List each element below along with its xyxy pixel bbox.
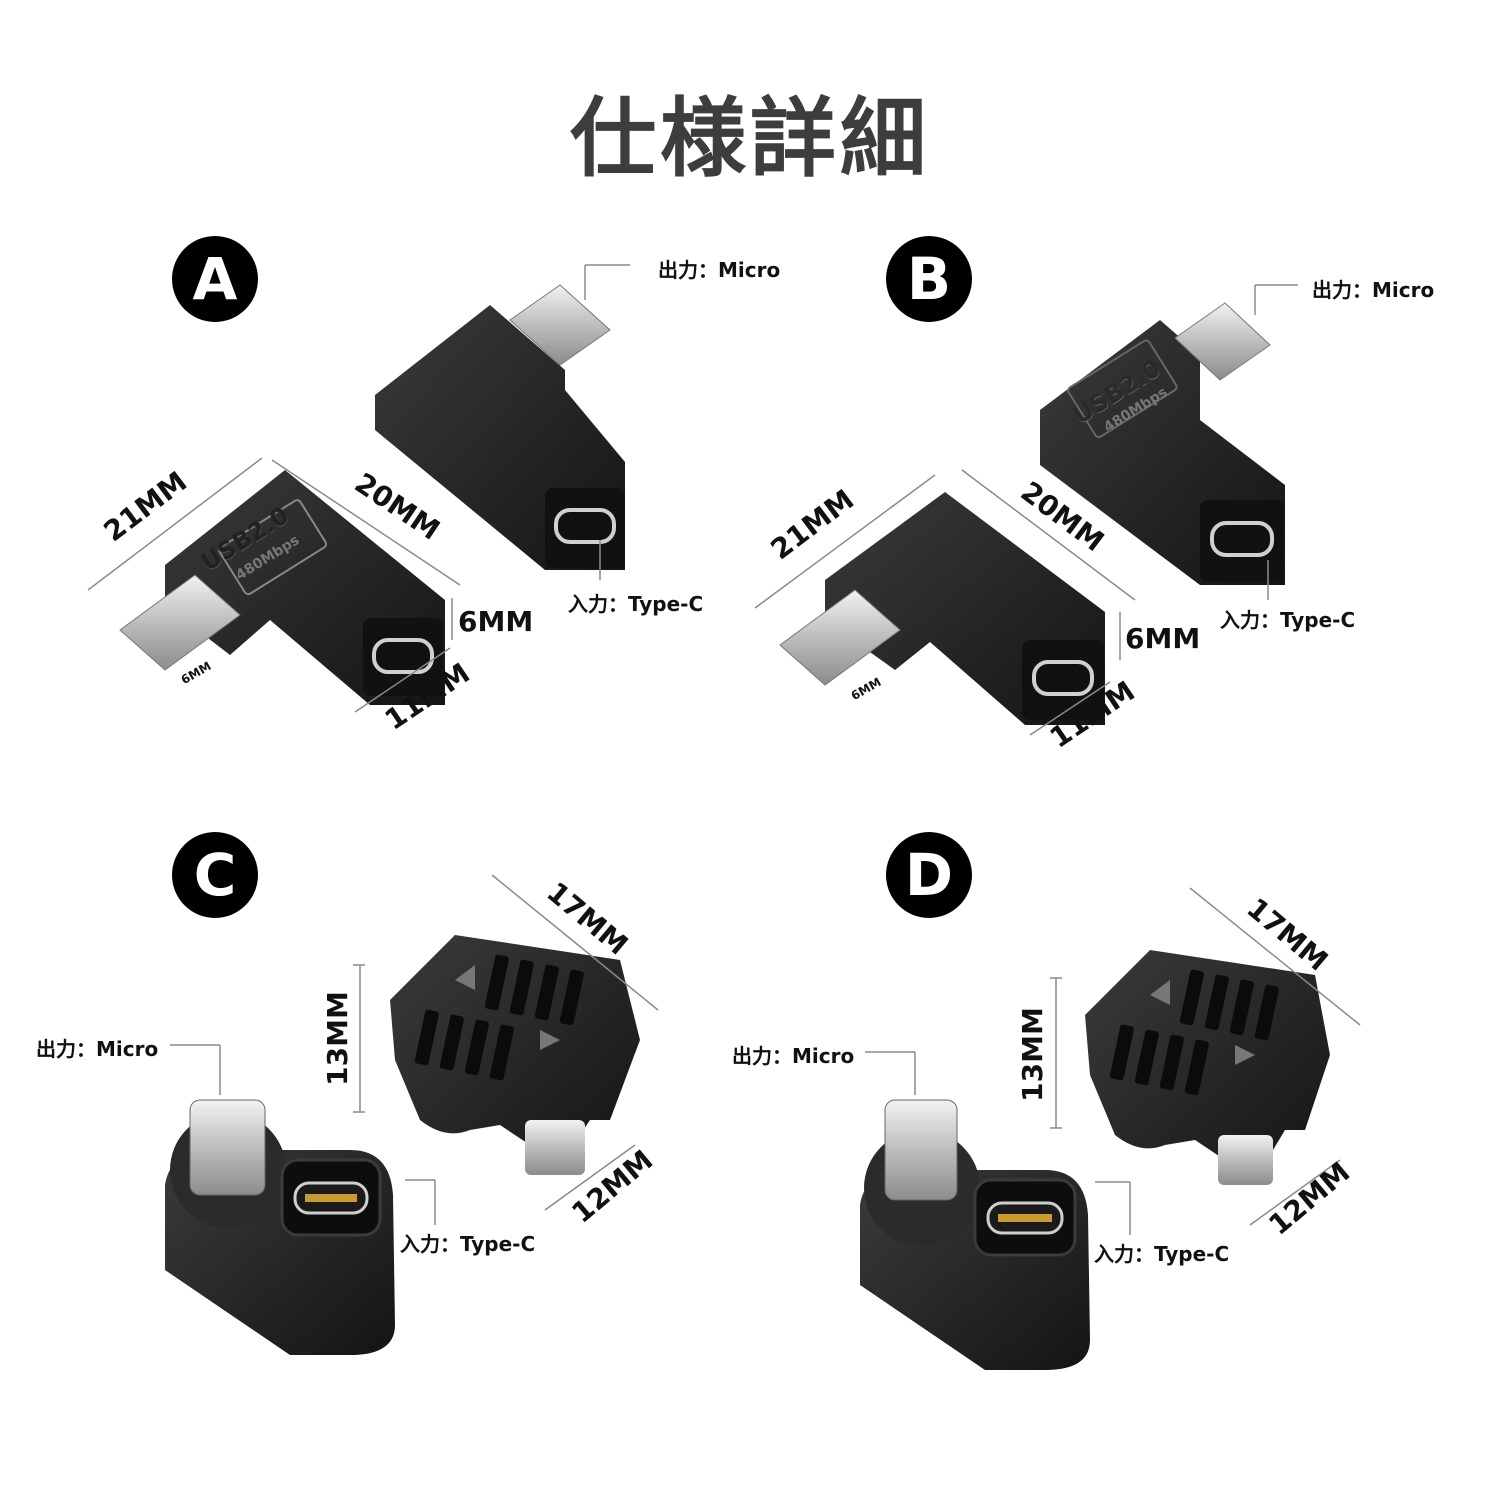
adapter-d-bottom [860,1099,1090,1370]
adapter-c-bottom [165,1099,395,1355]
adapter-b-back [1040,302,1285,585]
badge-d: D [886,832,972,918]
badge-c: C [172,832,258,918]
input-label-c: 入力：Type-C [400,1232,536,1256]
output-label-c: 出力：Micro [36,1037,159,1061]
badge-a: A [172,236,258,322]
output-label-a: 出力：Micro [658,258,781,282]
adapter-a-back [375,284,625,570]
badge-b: B [886,236,972,322]
input-label-d: 入力：Type-C [1094,1242,1230,1266]
dim-height-c: 13MM [320,991,354,1086]
dim-height-a: 6MM [458,605,534,638]
output-label-b: 出力：Micro [1312,278,1435,302]
dim-height-b: 6MM [1125,622,1201,655]
dimension-lines-a [87,264,630,713]
dimension-lines-b [754,284,1298,736]
input-label-a: 入力：Type-C [568,592,704,616]
output-label-d: 出力：Micro [732,1044,855,1068]
dimension-lines-c [170,874,659,1225]
page-title: 仕様詳細 [570,89,930,189]
adapter-c-top [390,935,640,1175]
input-label-b: 入力：Type-C [1220,608,1356,632]
adapter-a-front [119,470,445,705]
adapter-d-top [1085,950,1330,1185]
dimension-lines-d [865,887,1361,1235]
dim-height-d: 13MM [1015,1007,1049,1102]
